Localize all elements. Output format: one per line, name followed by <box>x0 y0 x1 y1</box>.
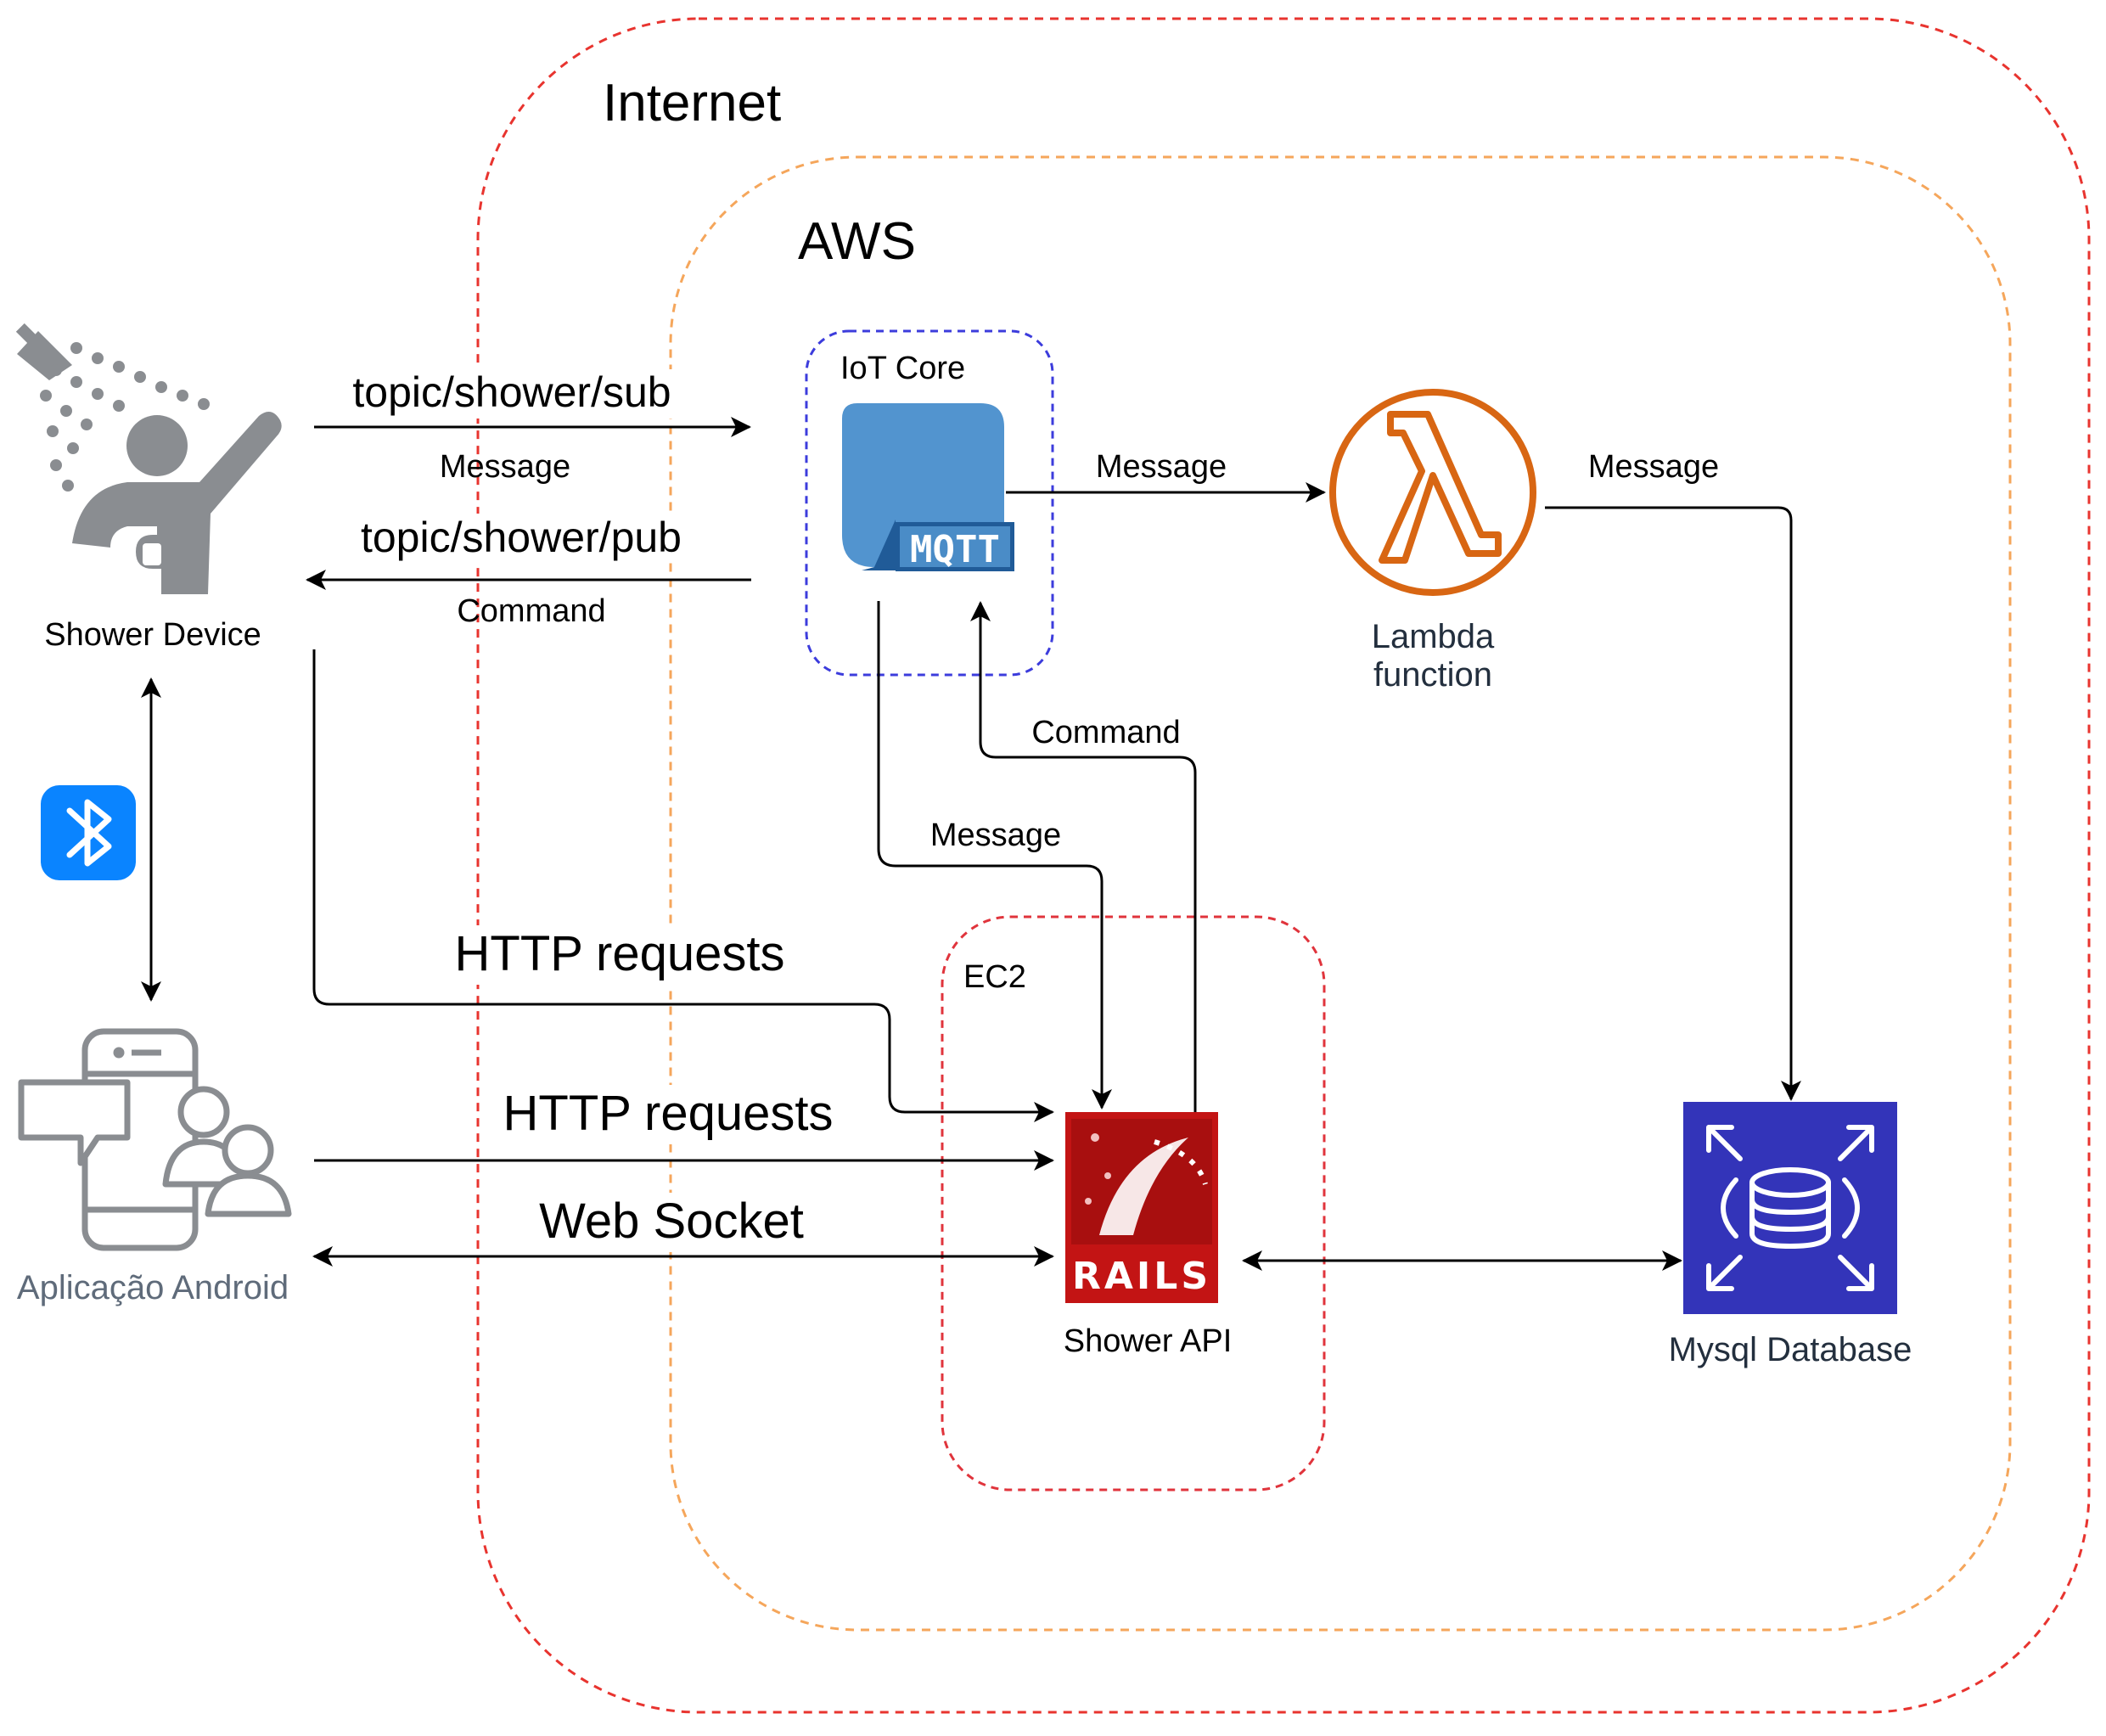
shower-person-icon <box>15 323 282 594</box>
lambda-icon <box>1329 389 1536 596</box>
iot-core-label: IoT Core <box>840 351 965 386</box>
rds-database-icon <box>1683 1102 1897 1314</box>
edge-label-app-http: HTTP requests <box>503 1086 834 1141</box>
edge-label-iot-device-command: Command <box>457 593 605 629</box>
lambda-label-line2: function <box>1373 656 1492 694</box>
mqtt-badge-text: MQTT <box>910 528 1000 571</box>
iot-core-zone <box>805 329 1054 677</box>
edge-label-lambda-db-message: Message <box>1588 449 1719 485</box>
edge-lambda-to-db <box>1545 506 1801 1101</box>
ec2-label: EC2 <box>963 959 1026 995</box>
mobile-chat-users-icon <box>18 1028 292 1251</box>
edge-label-iot-api-message: Message <box>930 817 1061 853</box>
aws-zone-label: AWS <box>798 212 916 271</box>
edge-label-bg <box>503 1085 834 1144</box>
mqtt-icon: MQTT <box>842 403 1014 571</box>
edge-label-topic-pub: topic/shower/pub <box>361 514 682 561</box>
edge-api-to-iot <box>970 601 1197 1112</box>
edge-iot-to-api <box>877 601 1112 1110</box>
edge-label-bg <box>539 1193 804 1252</box>
rails-badge-text: RAILS <box>1072 1255 1211 1298</box>
aws-zone <box>669 155 2012 1632</box>
edge-label-api-iot-command: Command <box>1031 715 1180 750</box>
edge-device-http <box>312 649 1054 1122</box>
internet-zone-label: Internet <box>603 74 781 132</box>
edge-label-device-iot-message: Message <box>440 449 570 485</box>
edge-label-bg <box>454 925 785 985</box>
edge-label-device-http: HTTP requests <box>455 926 785 981</box>
rails-icon: RAILS <box>1065 1112 1218 1303</box>
mysql-label: Mysql Database <box>1669 1331 1912 1368</box>
shower-device-label: Shower Device <box>44 617 261 653</box>
lambda-label-line1: Lambda <box>1372 618 1495 655</box>
bluetooth-icon <box>41 785 136 880</box>
edge-label-iot-lambda-message: Message <box>1096 449 1227 485</box>
shower-api-label: Shower API <box>1064 1323 1233 1359</box>
edge-label-app-websocket: Web Socket <box>539 1194 804 1249</box>
edge-label-bg <box>355 514 688 563</box>
edge-label-bg <box>346 369 677 419</box>
edge-label-topic-sub: topic/shower/sub <box>352 368 671 416</box>
internet-zone <box>476 17 2091 1714</box>
android-app-label: Aplicação Android <box>17 1269 289 1306</box>
ec2-zone <box>941 915 1326 1492</box>
